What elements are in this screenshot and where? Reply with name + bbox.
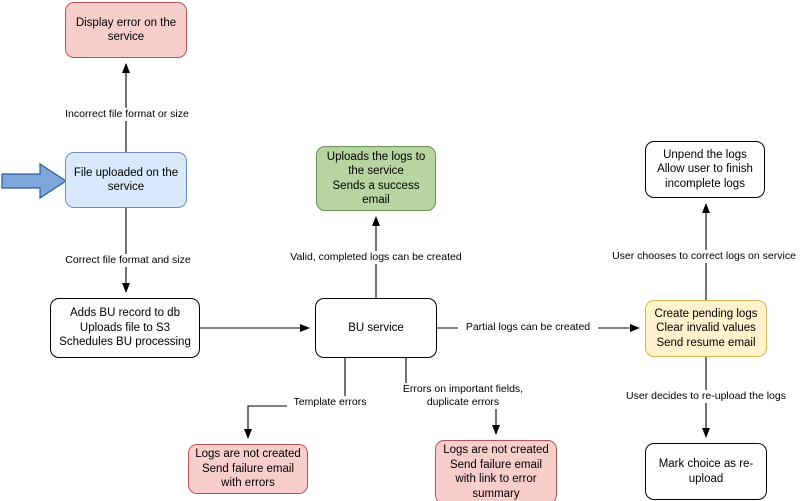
node-create-pending-logs[interactable]: Create pending logs Clear invalid values… [645, 300, 767, 357]
node-uploads-logs-success[interactable]: Uploads the logs to the service Sends a … [316, 146, 436, 211]
node-logs-not-created-errors[interactable]: Logs are not created Send failure email … [188, 444, 308, 494]
edge-label-valid-completed-logs: Valid, completed logs can be created [281, 251, 471, 264]
node-file-uploaded[interactable]: File uploaded on the service [65, 152, 187, 208]
node-unpend-the-logs[interactable]: Unpend the logs Allow user to finish inc… [645, 141, 765, 198]
node-logs-not-created-link[interactable]: Logs are not created Send failure email … [435, 440, 557, 501]
edge-label-correct-file-format: Correct file format and size [55, 254, 201, 267]
edge-label-incorrect-file-format: Incorrect file format or size [53, 108, 201, 121]
edge-label-template-errors: Template errors [287, 396, 373, 409]
start-arrow-icon [1, 162, 68, 200]
edge-label-partial-logs: Partial logs can be created [458, 321, 598, 334]
node-adds-bu-record[interactable]: Adds BU record to db Uploads file to S3 … [50, 298, 200, 358]
edge-label-user-chooses-correct: User chooses to correct logs on service [607, 250, 801, 263]
edge-label-errors-important-fields: Errors on important fields, duplicate er… [392, 383, 534, 409]
node-bu-service[interactable]: BU service [315, 298, 437, 358]
edge-label-user-decides-reupload: User decides to re-upload the logs [617, 390, 795, 403]
node-display-error[interactable]: Display error on the service [65, 2, 187, 58]
node-mark-choice-reupload[interactable]: Mark choice as re- upload [645, 443, 767, 500]
